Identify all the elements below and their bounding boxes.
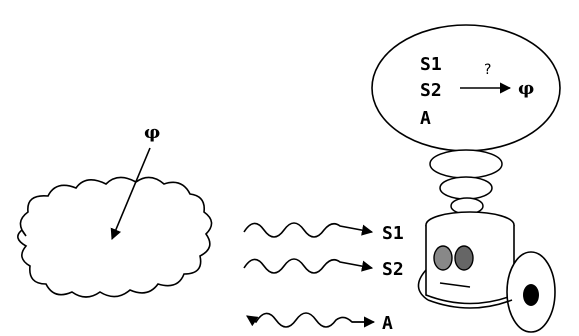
- signal-s1-wave: [243, 222, 374, 238]
- world-phi-label: φ: [144, 122, 160, 143]
- robot-wheel-hub: [523, 284, 539, 306]
- thought-s1-label: S1: [420, 54, 442, 75]
- thought-s2-label: S2: [420, 80, 442, 101]
- signal-a-label: A: [382, 313, 393, 334]
- signal-a-wave: [246, 312, 370, 328]
- signal-s1-label: S1: [382, 223, 404, 244]
- thought-phi-label: φ: [518, 78, 534, 99]
- thought-a-label: A: [420, 108, 431, 129]
- thought-blob-2: [439, 176, 493, 200]
- robot-base: [427, 299, 513, 309]
- robot-eye-right: [454, 245, 474, 271]
- signal-s2-label: S2: [382, 259, 404, 280]
- robot-eye-left: [433, 245, 453, 271]
- thought-question-mark: ?: [484, 62, 491, 78]
- robot: [417, 211, 556, 333]
- world-phi-arrow: [110, 147, 151, 241]
- robot-arm: [417, 269, 429, 301]
- world-cloud: [17, 176, 213, 298]
- signal-s2-wave: [243, 258, 374, 274]
- thought-blob-1: [429, 149, 503, 179]
- robot-mouth: [439, 282, 471, 288]
